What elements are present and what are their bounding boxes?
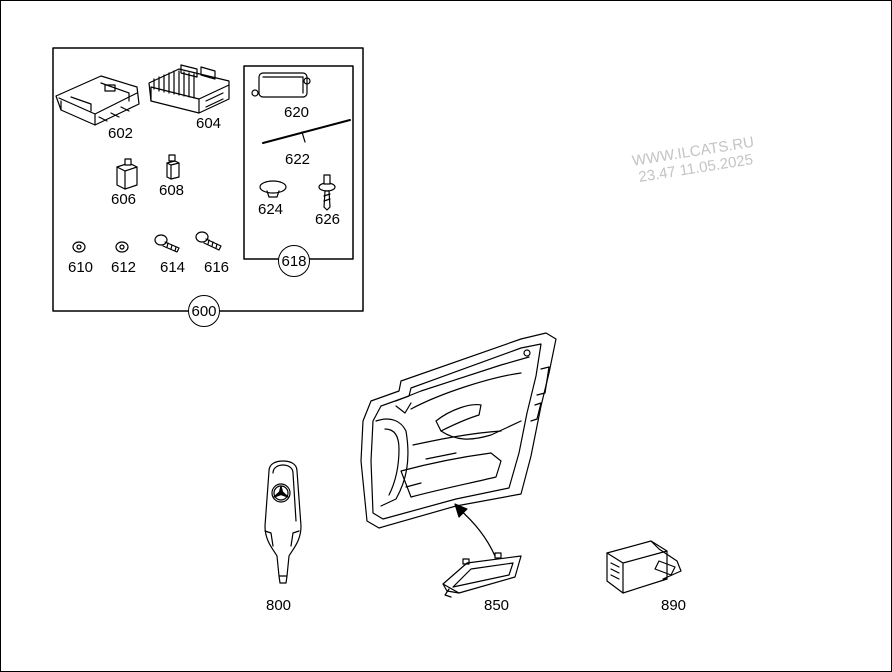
label-622: 622	[285, 151, 311, 168]
part-850-light-unit	[442, 552, 522, 598]
label-626: 626	[315, 211, 341, 228]
label-604: 604	[196, 115, 222, 132]
label-610: 610	[68, 259, 94, 276]
part-602-control-unit	[55, 75, 140, 126]
part-614-screw	[154, 234, 180, 253]
part-604-control-unit	[148, 64, 230, 114]
label-624: 624	[258, 201, 284, 218]
part-890-plug	[606, 540, 682, 594]
label-602: 602	[108, 125, 134, 142]
part-608-connector	[166, 154, 180, 180]
part-624-clip	[259, 180, 287, 198]
part-622-rod	[262, 119, 351, 144]
label-850: 850	[484, 597, 510, 614]
label-606: 606	[111, 191, 137, 208]
part-800-key	[264, 460, 302, 584]
part-door-trim-panel	[360, 332, 557, 529]
group-label-600: 600	[188, 295, 220, 327]
part-620-module	[251, 72, 311, 98]
label-890: 890	[661, 597, 687, 614]
part-626-rivet	[318, 174, 336, 211]
label-616: 616	[204, 259, 230, 276]
group-label-618: 618	[278, 245, 310, 277]
part-610-nut	[72, 241, 86, 253]
label-620: 620	[284, 104, 310, 121]
part-606-connector	[116, 158, 138, 190]
part-612-nut	[115, 241, 129, 253]
label-612: 612	[111, 259, 137, 276]
label-614: 614	[160, 259, 186, 276]
part-616-screw	[195, 231, 222, 251]
label-800: 800	[266, 597, 292, 614]
arrow-to-850	[454, 503, 496, 557]
label-608: 608	[159, 182, 185, 199]
